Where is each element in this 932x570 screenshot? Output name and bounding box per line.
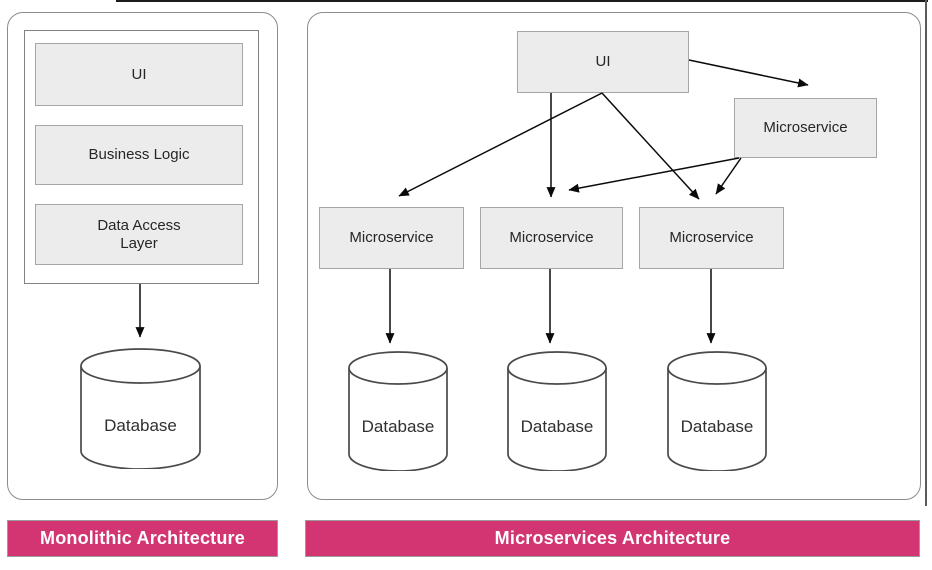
ui-box: UI <box>517 31 689 93</box>
database-cylinder-icon <box>80 348 201 470</box>
microservices-panel: UI Microservice Microservice Microservic… <box>307 12 921 500</box>
layer-label-ui: UI <box>131 65 147 83</box>
database-cylinder-icon <box>507 351 607 472</box>
microservice-label: Microservice <box>509 229 594 246</box>
monolithic-banner-label: Monolithic Architecture <box>40 528 245 548</box>
layer-label-data-access: Data Access Layer <box>97 216 181 252</box>
microservice-box-1: Microservice <box>319 207 464 269</box>
microservice-database-3: Database <box>667 351 767 472</box>
database-cylinder-icon <box>667 351 767 472</box>
database-cylinder-icon <box>348 351 448 472</box>
microservice-box-2: Microservice <box>480 207 623 269</box>
layer-box-data-access: Data Access Layer <box>35 204 243 265</box>
database-label: Database <box>680 417 754 436</box>
microservice-label: Microservice <box>763 119 848 136</box>
image-border-right <box>925 0 927 506</box>
microservice-label: Microservice <box>349 229 434 246</box>
database-label: Database <box>361 417 435 436</box>
microservice-box-top-right: Microservice <box>734 98 877 158</box>
database-label: Database <box>520 417 594 436</box>
microservice-database-2: Database <box>507 351 607 472</box>
layer-label-business-logic: Business Logic <box>88 146 190 163</box>
microservice-label: Microservice <box>669 229 754 246</box>
monolithic-banner: Monolithic Architecture <box>7 520 278 557</box>
microservice-database-1: Database <box>348 351 448 472</box>
microservice-box-3: Microservice <box>639 207 784 269</box>
image-border-top <box>116 0 928 2</box>
microservices-banner-label: Microservices Architecture <box>494 528 731 548</box>
database-label: Database <box>104 416 177 435</box>
monolithic-panel: UI Business Logic Data Access Layer Data… <box>7 12 278 500</box>
monolith-database: Database <box>80 348 201 470</box>
layer-box-business-logic: Business Logic <box>35 125 243 185</box>
ui-label: UI <box>595 53 611 70</box>
layer-box-ui: UI <box>35 43 243 106</box>
microservices-banner: Microservices Architecture <box>305 520 920 557</box>
monolith-stack-container: UI Business Logic Data Access Layer <box>24 30 259 284</box>
